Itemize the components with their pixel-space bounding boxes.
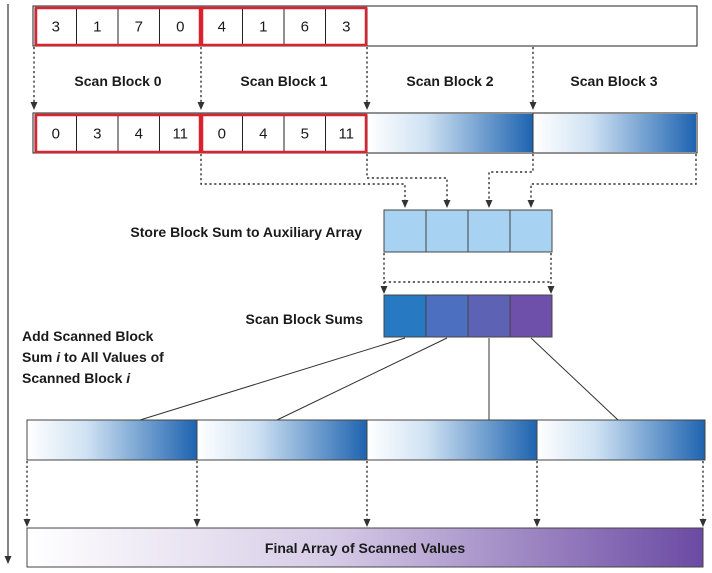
scanned-block1-value: 11 bbox=[338, 126, 354, 143]
input-block0-value: 1 bbox=[93, 19, 101, 36]
arrows-to-auxiliary bbox=[200, 154, 697, 208]
input-block1-highlight bbox=[200, 6, 368, 47]
scanned-block1-cell bbox=[242, 114, 285, 153]
add-label-line3: Scanned Block i bbox=[22, 370, 131, 386]
scanned-block1-value: 4 bbox=[259, 126, 267, 143]
final-array bbox=[26, 527, 704, 568]
scanned-block0-value: 3 bbox=[93, 126, 101, 143]
input-block1-value: 1 bbox=[259, 19, 267, 36]
input-array: 3 1 7 0 4 1 6 3 bbox=[32, 5, 698, 47]
input-block0-value: 0 bbox=[176, 19, 184, 36]
auxiliary-array bbox=[383, 209, 553, 253]
input-block0-value: 7 bbox=[135, 19, 143, 36]
summed-blocks-array bbox=[26, 419, 706, 461]
input-block1-cell bbox=[325, 7, 368, 46]
arrows-input-to-scanned bbox=[30, 47, 537, 110]
scanned-block0-highlight bbox=[34, 113, 202, 154]
scanned-block1-value: 5 bbox=[301, 126, 309, 143]
scanned-block-3 bbox=[534, 114, 696, 152]
store-label: Store Block Sum to Auxiliary Array bbox=[130, 224, 362, 240]
input-block0-value: 3 bbox=[52, 19, 60, 36]
scan-block-label-3: Scan Block 3 bbox=[570, 73, 657, 89]
scanned-block0-value: 11 bbox=[172, 126, 188, 143]
scanned-block0-value: 4 bbox=[135, 126, 143, 143]
scanned-block-2 bbox=[368, 114, 533, 152]
scanned-block1-highlight bbox=[200, 113, 368, 154]
arrows-to-final bbox=[23, 461, 707, 527]
scan-block-labels: Scan Block 0 Scan Block 1 Scan Block 2 S… bbox=[74, 73, 657, 89]
scanned-block1-cell bbox=[283, 114, 326, 153]
input-block1-value: 6 bbox=[301, 19, 309, 36]
scanned-block0-value: 0 bbox=[52, 126, 60, 143]
scan-block-label-2: Scan Block 2 bbox=[406, 73, 493, 89]
scan-block-label-1: Scan Block 1 bbox=[240, 73, 327, 89]
add-sum-lines bbox=[139, 337, 619, 421]
scanned-block0-cell bbox=[159, 114, 202, 153]
add-label-line1: Add Scanned Block bbox=[22, 328, 154, 344]
scan-block-label-0: Scan Block 0 bbox=[74, 73, 161, 89]
scanned-block1-value: 0 bbox=[218, 126, 226, 143]
scanned-block1-cell bbox=[325, 114, 368, 153]
add-label-line2: Sum i to All Values of bbox=[22, 349, 164, 365]
input-block1-value: 4 bbox=[218, 19, 226, 36]
final-label: Final Array of Scanned Values bbox=[265, 540, 465, 556]
scan-sums-label: Scan Block Sums bbox=[246, 311, 364, 327]
input-block1-value: 3 bbox=[342, 19, 350, 36]
scanned-blocks-array: 0 3 4 11 0 4 5 11 bbox=[32, 112, 698, 154]
input-block0-highlight bbox=[34, 6, 202, 47]
arrows-aux-to-sums bbox=[380, 253, 555, 294]
input-block0-cell bbox=[34, 7, 77, 46]
scanned-block-sums bbox=[383, 294, 553, 338]
